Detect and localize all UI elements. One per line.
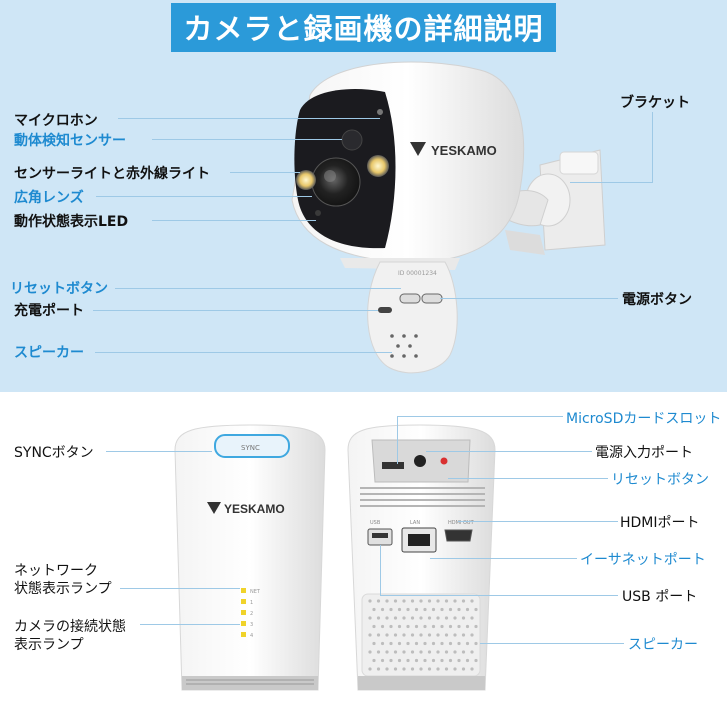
label-hdmi: HDMIポート [620,515,700,531]
svg-text:2: 2 [250,611,253,617]
nvr-reset-button[interactable] [440,457,448,465]
svg-text:LAN: LAN [410,520,420,526]
label-power-button: 電源ボタン [622,292,692,308]
microphone-hole [377,109,383,115]
leader-status-led [152,220,316,221]
svg-text:NET: NET [250,589,261,595]
svg-text:3: 3 [250,622,253,628]
leader-bracket-v [652,112,653,182]
spotlight-right [367,155,389,177]
microsd-slot [382,462,404,469]
leader-camera-reset [115,288,401,289]
nvr-front: SYNC YESKAMO NET 1 2 3 4 [174,424,326,691]
leader-camera-conn-lamp [140,624,240,625]
bracket [499,149,606,255]
label-network-lamp-1: ネットワーク [14,563,98,579]
leader-usb-v [380,545,381,595]
label-ethernet: イーサネットポート [580,552,706,568]
leader-nvr-speaker [480,643,624,644]
label-status-led: 動作状態表示LED [14,214,129,230]
spotlight-left [296,170,316,190]
leader-bracket-h [570,182,653,183]
motion-sensor [341,129,363,151]
hdmi-port [444,529,473,542]
camera-charge-port [378,307,392,313]
camera-brand-text: YESKAMO [431,143,497,158]
label-nvr-reset: リセットボタン [611,472,709,488]
nvr-leds: NET 1 2 3 4 [241,588,261,639]
nvr-logo-icon [207,502,221,514]
label-microphone: マイクロホン [14,113,98,129]
svg-text:1: 1 [250,600,253,606]
svg-text:4: 4 [250,633,253,639]
label-camera-speaker: スピーカー [14,345,84,361]
leader-wide-lens [96,196,312,197]
label-camera-conn-lamp-1: カメラの接続状態 [14,619,126,635]
label-nvr-speaker: スピーカー [628,637,698,653]
title-banner: カメラと録画機の詳細説明 [0,3,727,52]
label-wide-lens: 広角レンズ [14,190,84,206]
svg-text:ID 00001234: ID 00001234 [398,270,437,277]
sync-button[interactable] [214,434,290,458]
leader-sync-button [106,451,212,452]
label-microsd: MicroSDカードスロット [566,411,722,427]
label-camera-conn-lamp-2: 表示ランプ [14,637,84,653]
yeskamo-logo-icon [410,142,426,156]
leader-charge-port [93,310,378,311]
status-led [315,210,321,216]
nvr-brand-text: YESKAMO [224,502,285,516]
leader-lights [230,172,300,173]
leader-microphone [118,118,380,119]
camera-bottom-zoom: ID 00001234 [367,261,458,374]
leader-power-button [440,298,618,299]
leader-nvr-reset [448,478,608,479]
leader-microsd-h [397,416,563,417]
label-network-lamp-2: 状態表示ランプ [14,581,112,597]
label-motion-sensor: 動体検知センサー [14,133,126,149]
camera-body: YESKAMO [291,61,525,270]
label-lights: センサーライトと赤外線ライト [14,166,210,182]
sync-button-text: SYNC [241,444,260,452]
label-bracket: ブラケット [620,95,690,111]
leader-hdmi [458,521,618,522]
power-input-port [414,455,426,467]
leader-motion-sensor [152,139,342,140]
label-usb-port: USB ポート [622,589,698,605]
label-power-input: 電源入力ポート [595,445,693,461]
leader-power-input [426,451,592,452]
label-sync-button: SYNCボタン [14,445,94,461]
page-title: カメラと録画機の詳細説明 [171,3,556,52]
leader-usb-h [380,595,618,596]
camera-lens [311,157,361,207]
leader-camera-speaker [95,352,392,353]
svg-text:HDMI OUT: HDMI OUT [448,520,475,526]
camera-speaker-holes [390,334,418,358]
leader-ethernet [430,558,577,559]
svg-text:USB: USB [370,520,381,526]
nvr-back: USB LAN HDMI OUT [347,424,496,691]
label-charge-port: 充電ポート [14,303,84,319]
leader-network-lamp [120,588,240,589]
leader-microsd-v [397,416,398,464]
camera-reset-button[interactable] [399,293,421,304]
label-camera-reset: リセットボタン [10,281,108,297]
camera-power-button[interactable] [421,293,443,304]
